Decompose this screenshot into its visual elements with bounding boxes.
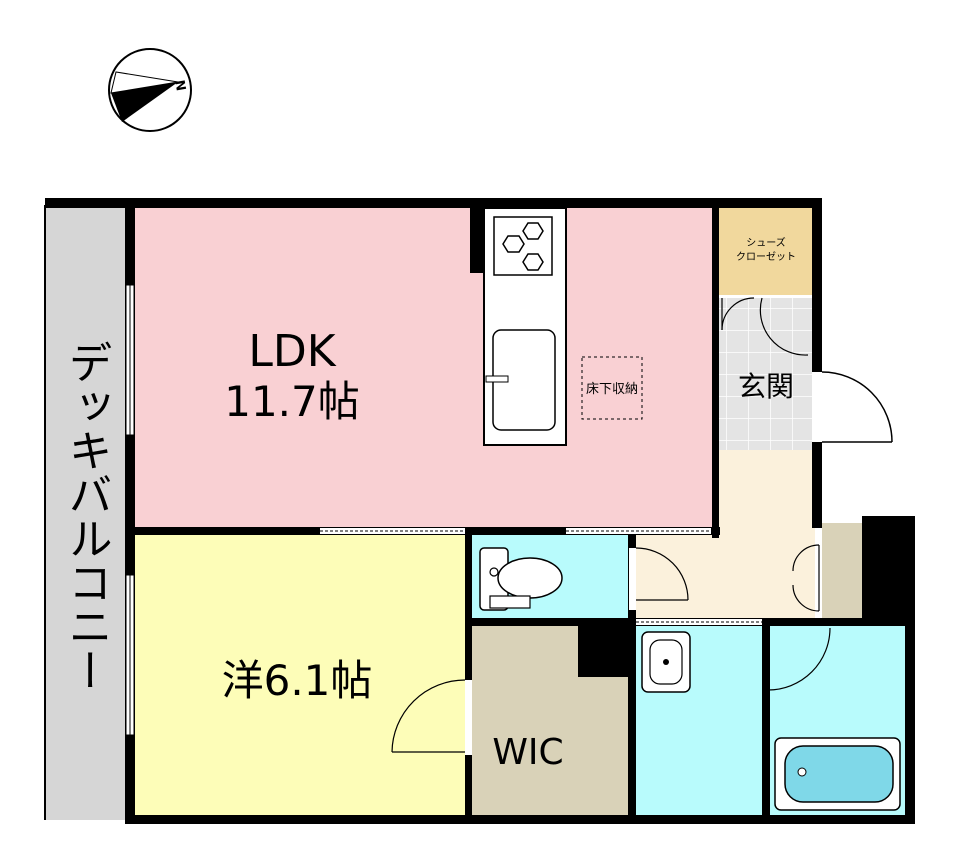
balcony-label: デッキバルコニー (61, 340, 112, 692)
shoe-closet (719, 205, 814, 295)
hall-closet-doors (792, 544, 820, 612)
ldk-size-label: 11.7帖 (224, 377, 360, 426)
shoe-closet-doors (721, 297, 809, 356)
entrance-door (812, 371, 893, 443)
burner-icon (522, 253, 544, 271)
shoe-closet-label-2: クローゼット (736, 251, 796, 263)
balcony-windows (125, 284, 135, 736)
bathroom-door (767, 627, 831, 691)
sliding-doors (320, 528, 762, 625)
shoe-closet-label-1: シューズ (746, 236, 786, 249)
toilet-icon (479, 547, 563, 611)
western-room-door (391, 679, 472, 755)
hall-closet (822, 523, 864, 618)
hall-floor-lower (630, 535, 815, 620)
wic-label: WIC (492, 732, 563, 773)
ldk-room (130, 205, 715, 530)
kitchen-counter (483, 207, 567, 446)
north-label: N (171, 79, 188, 92)
burner-icon (502, 235, 525, 253)
western-room (130, 535, 465, 818)
balcony-area (45, 205, 127, 820)
burner-icon (522, 222, 544, 240)
toilet-door (629, 547, 689, 610)
underfloor-storage-label: 床下収納 (586, 382, 638, 397)
western-room-label: 洋6.1帖 (222, 656, 373, 705)
bathtub-icon (774, 737, 901, 811)
entrance-label: 玄関 (738, 370, 794, 403)
ldk-name-label: LDK (248, 326, 336, 377)
faucet-icon (485, 375, 509, 383)
entrance-floor (719, 298, 814, 450)
compass-north-icon: N (108, 48, 192, 132)
wash-basin-icon (641, 631, 691, 693)
underfloor-storage-box (581, 356, 643, 420)
